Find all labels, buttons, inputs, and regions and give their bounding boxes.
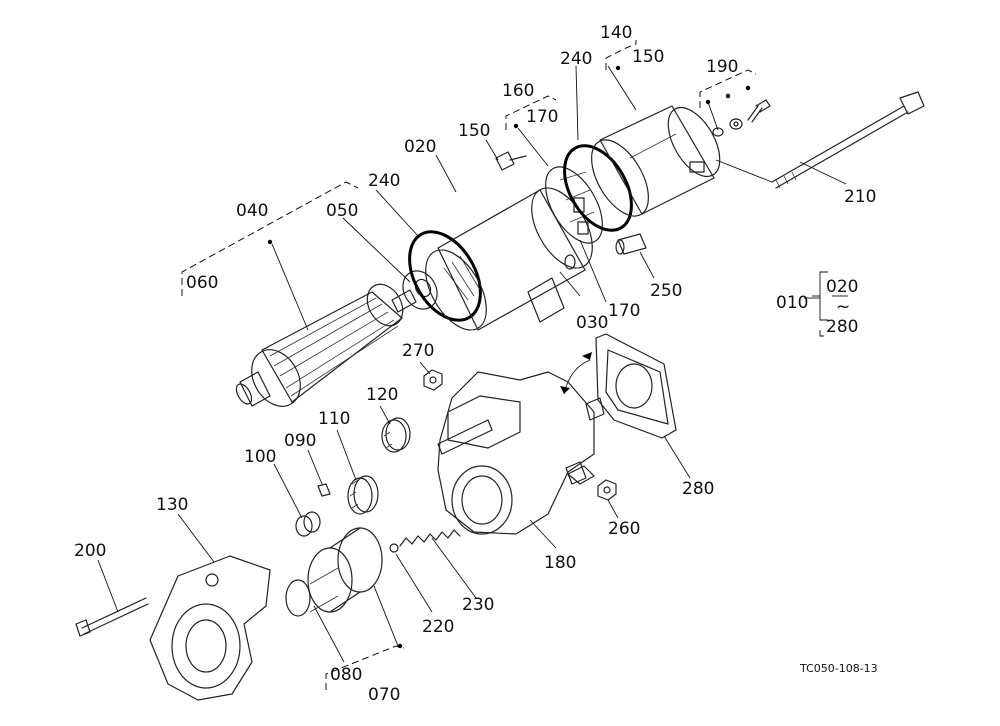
label-020-range: 020: [826, 277, 858, 297]
label-160: 160: [502, 81, 534, 101]
label-240-left: 240: [368, 171, 400, 191]
front-housing-130-part: [149, 555, 271, 701]
gasket-280-part: [595, 333, 677, 439]
label-190: 190: [706, 57, 738, 77]
clutch-070-part: [285, 527, 383, 617]
label-070: 070: [368, 685, 400, 705]
label-250: 250: [650, 281, 682, 301]
gear-110-part: [347, 475, 379, 515]
ball-220-part: [389, 543, 399, 553]
group-dots: [267, 65, 751, 649]
roller-090-part: [317, 483, 331, 497]
o-ring-240-left: [408, 230, 482, 322]
nut-260-part: [565, 461, 617, 501]
label-170-right: 170: [608, 301, 640, 321]
label-050: 050: [326, 201, 358, 221]
leader-lines: [97, 65, 848, 663]
label-020: 020: [404, 137, 436, 157]
label-200: 200: [74, 541, 106, 561]
label-010: 010: [776, 293, 808, 313]
label-080: 080: [330, 665, 362, 685]
label-280-range: 280: [826, 317, 858, 337]
label-150-left: 150: [458, 121, 490, 141]
label-170-top: 170: [526, 107, 558, 127]
label-060: 060: [186, 273, 218, 293]
label-240-right: 240: [560, 49, 592, 69]
label-230: 230: [462, 595, 494, 615]
label-040: 040: [236, 201, 268, 221]
gear-120-part: [381, 417, 411, 453]
label-130: 130: [156, 495, 188, 515]
drive-housing-180-part: [437, 371, 605, 535]
label-100: 100: [244, 447, 276, 467]
label-030: 030: [576, 313, 608, 333]
bolt-250-part: [615, 233, 647, 255]
label-180: 180: [544, 553, 576, 573]
spring-230-part: [399, 529, 461, 547]
nut-270-part: [423, 369, 443, 391]
label-tilde: ~: [836, 297, 850, 317]
label-120: 120: [366, 385, 398, 405]
label-220: 220: [422, 617, 454, 637]
through-bolt-210-part: [771, 91, 925, 189]
o-ring-240-right: [563, 144, 633, 232]
label-110: 110: [318, 409, 350, 429]
label-280: 280: [682, 479, 714, 499]
rear-cover-140-part: [591, 105, 721, 217]
reference-code: TC050-108-13: [799, 662, 878, 675]
curved-arrow: [560, 352, 592, 395]
fasteners-190-part: [712, 99, 771, 137]
label-090: 090: [284, 431, 316, 451]
range-bracket-010: [812, 271, 828, 337]
armature-part: [235, 283, 417, 407]
label-140: 140: [600, 23, 632, 43]
bolt-200-part: [75, 597, 149, 637]
label-270: 270: [402, 341, 434, 361]
shaft-part: [437, 419, 493, 455]
group-brackets: [181, 40, 757, 690]
label-150-top: 150: [632, 47, 664, 67]
terminal-150-part: [495, 151, 527, 171]
label-210: 210: [844, 187, 876, 207]
retainer-100-part: [295, 511, 321, 537]
part-labels: 010 020 ~ 280 020 030 040 050 060 070 08…: [74, 23, 878, 705]
label-260: 260: [608, 519, 640, 539]
